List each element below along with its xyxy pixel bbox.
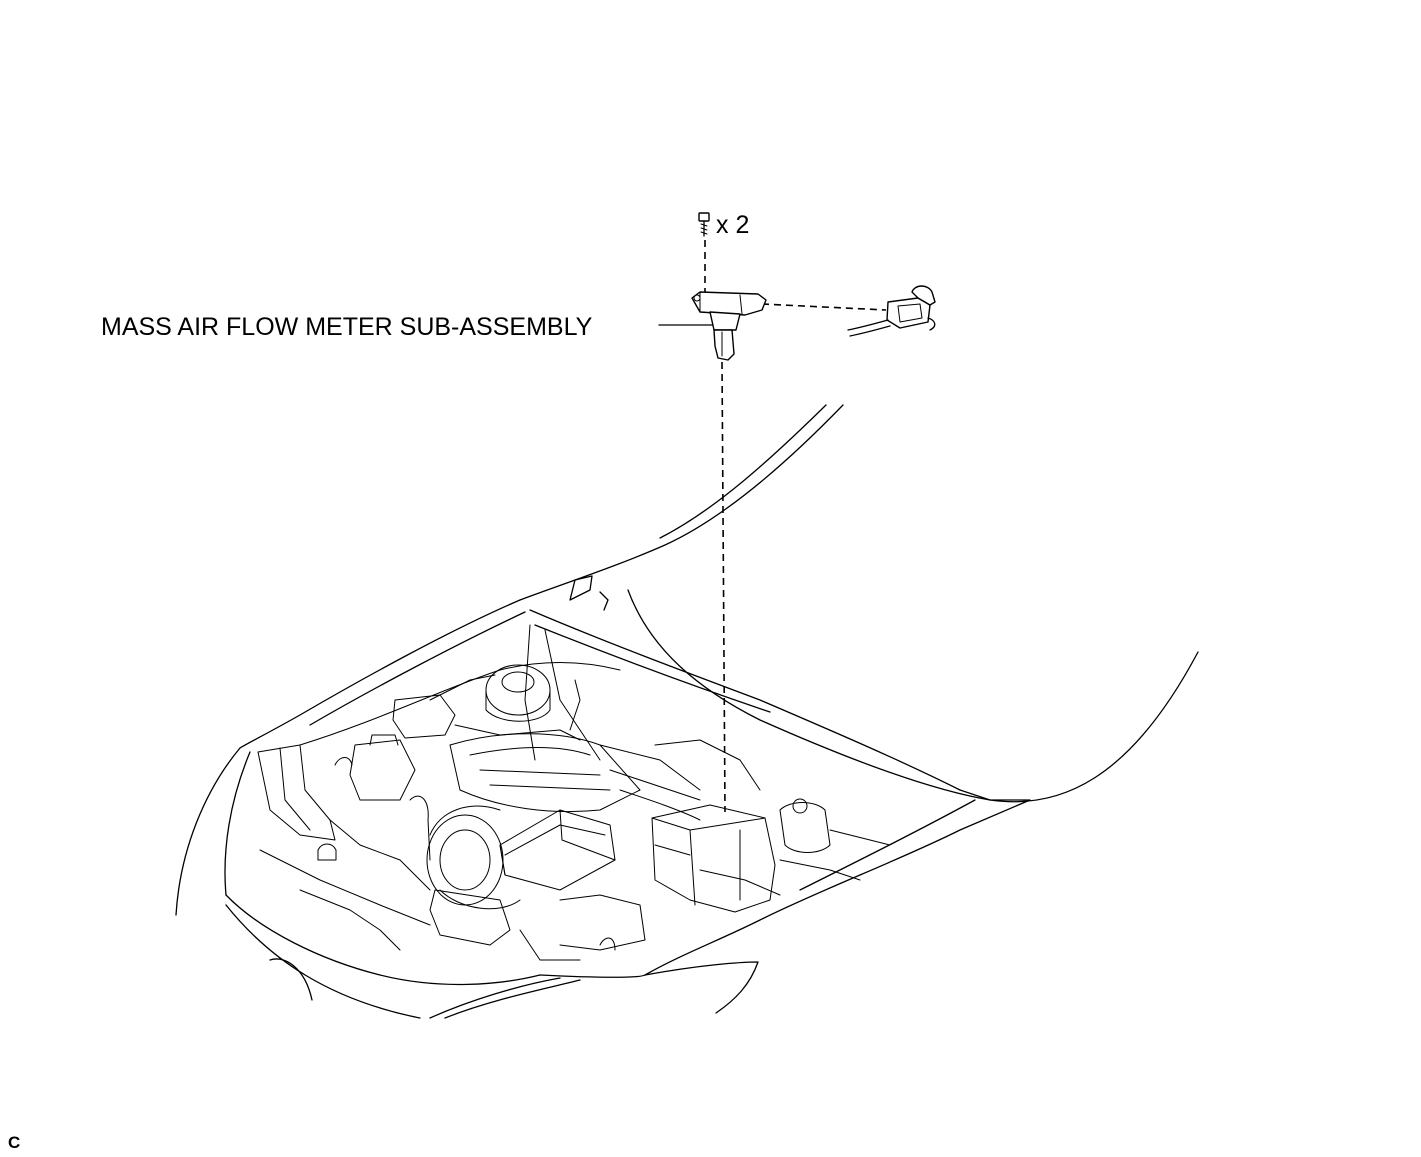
vehicle-outline xyxy=(175,404,1199,1019)
mass-air-flow-meter-label: MASS AIR FLOW METER SUB-ASSEMBLY xyxy=(101,313,593,341)
meter-installation-line xyxy=(721,361,726,813)
wire-harness-connector-icon xyxy=(847,285,936,337)
connector-placement-line xyxy=(761,303,887,311)
bolt-icon xyxy=(698,212,710,237)
mass-air-flow-meter-icon xyxy=(691,291,767,361)
figure-code-label: C xyxy=(8,1133,21,1152)
engine-bay xyxy=(257,624,891,961)
bolt-quantity-label: x 2 xyxy=(716,211,750,239)
